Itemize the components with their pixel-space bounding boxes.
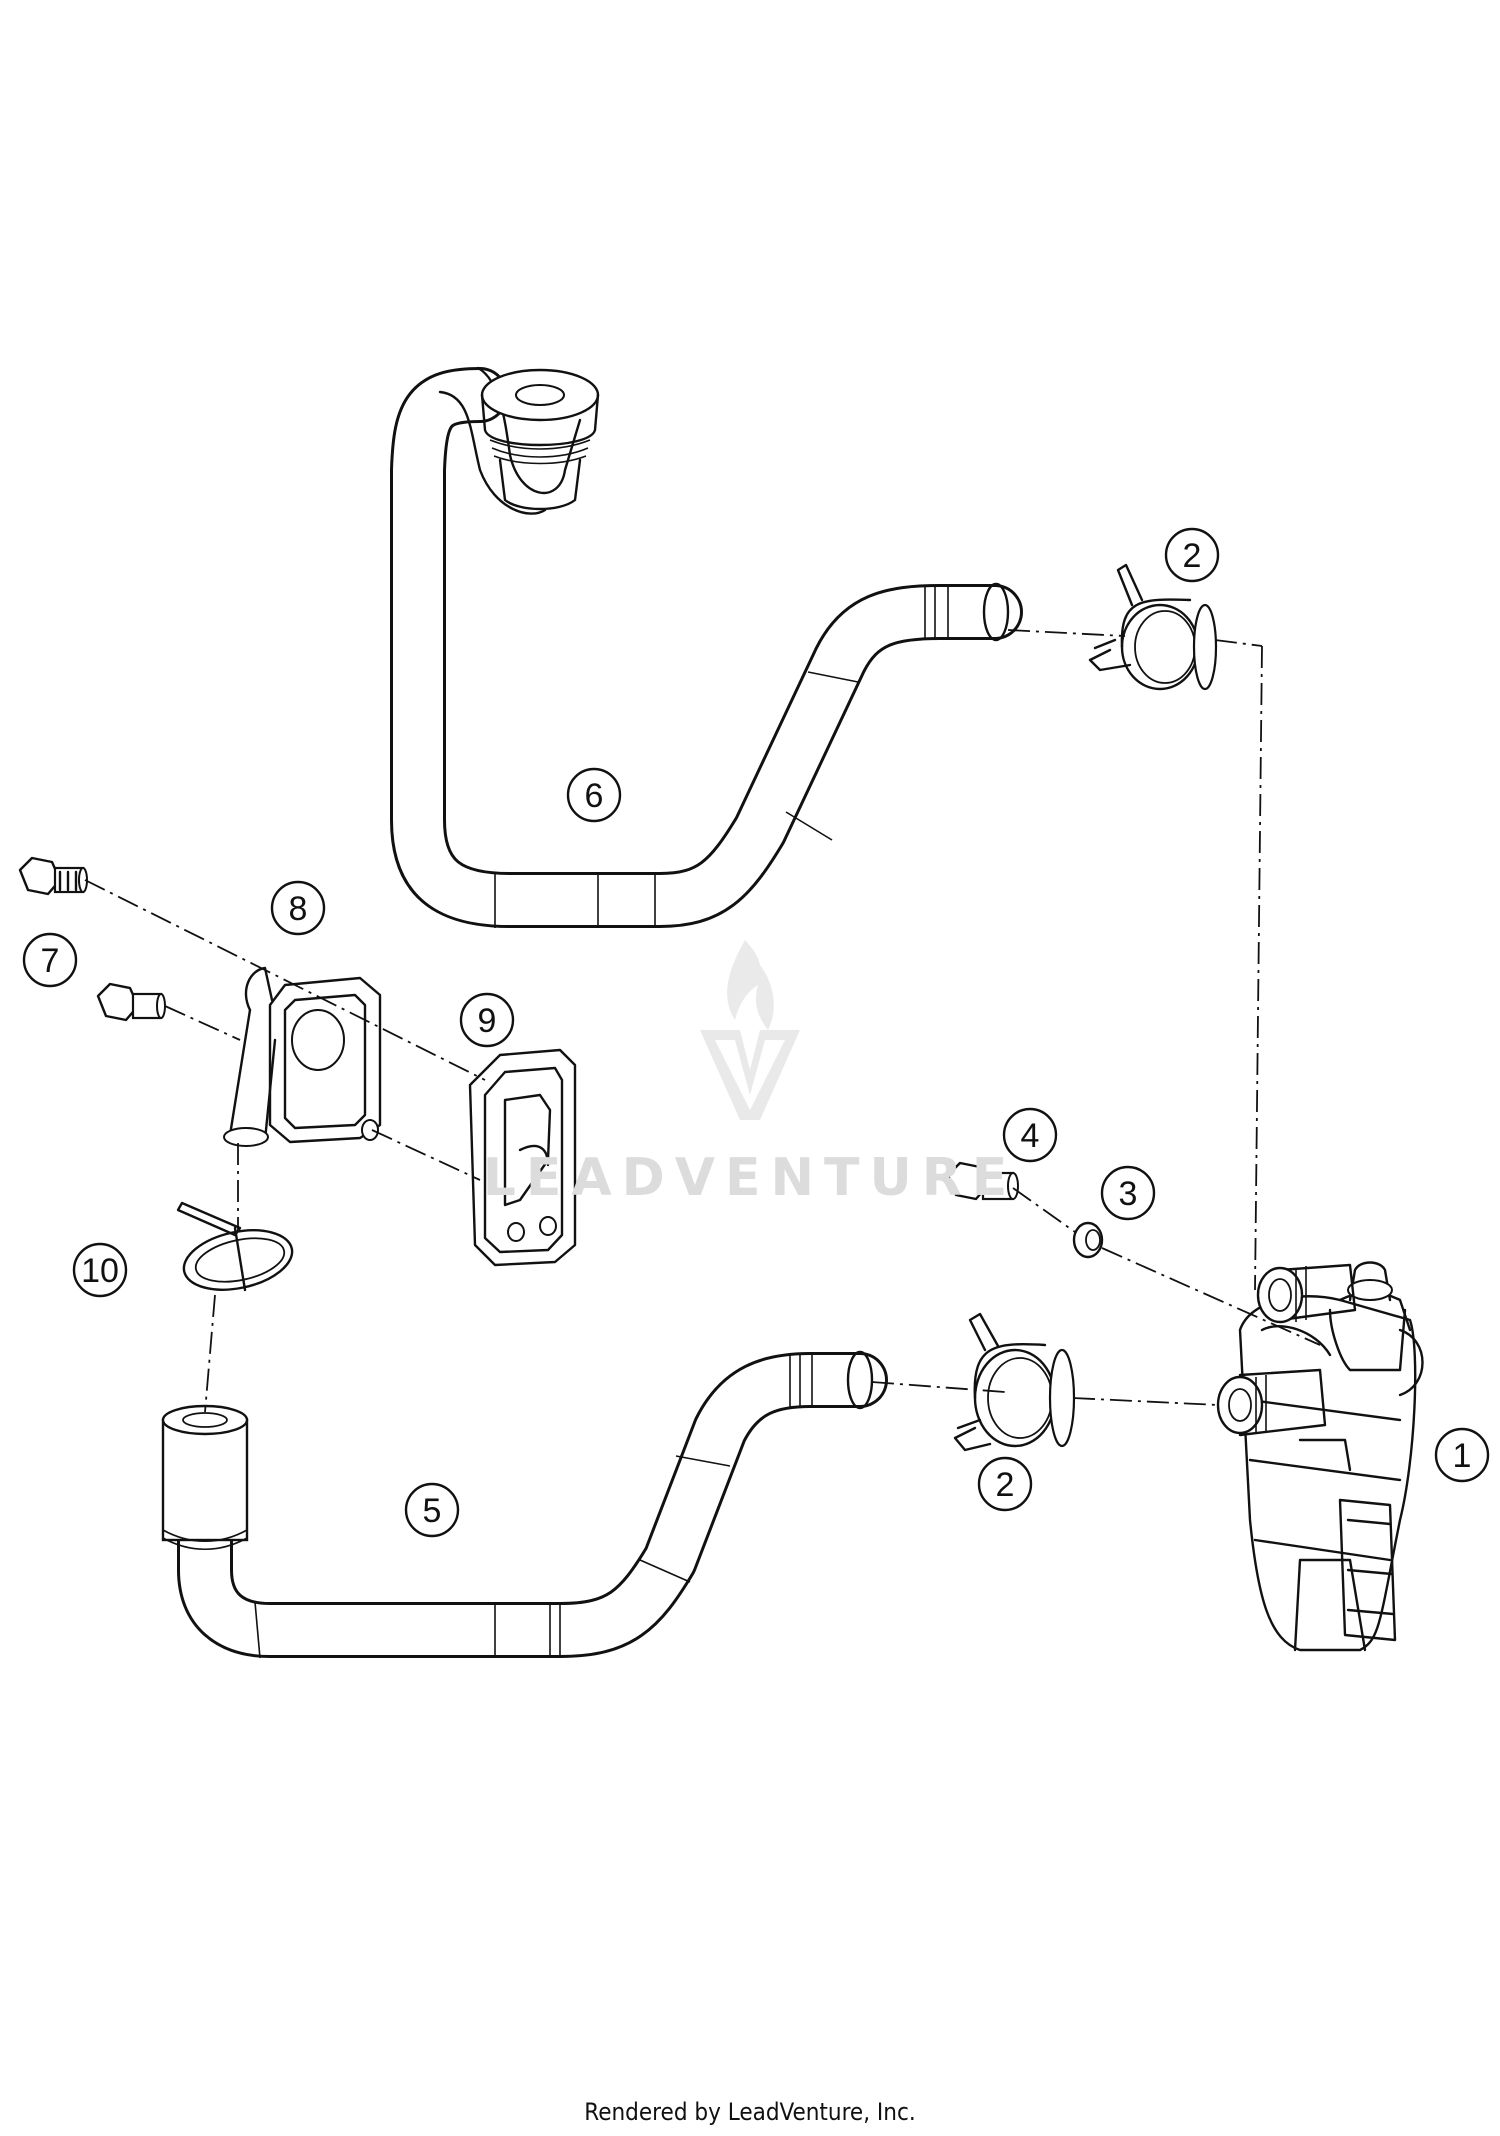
callouts: 1 2 2 3 4 5 6 7 8 9 10 — [22, 527, 1490, 1538]
hose-5 — [161, 1350, 888, 1659]
callout-c8: 8 — [270, 880, 326, 936]
callout-label: 8 — [289, 890, 308, 928]
callout-label: 7 — [41, 942, 60, 980]
callout-label: 9 — [478, 1002, 497, 1040]
callout-circle — [1434, 1427, 1490, 1483]
assembly-lines — [84, 629, 1321, 1413]
bracket-8 — [223, 966, 382, 1147]
valve-assembly — [1216, 1261, 1424, 1652]
footer-credit: Rendered by LeadVenture, Inc. — [584, 2098, 916, 2126]
callout-c5: 5 — [404, 1482, 460, 1538]
callout-circle — [270, 880, 326, 936]
callout-label: 10 — [81, 1252, 119, 1290]
callout-label: 3 — [1119, 1175, 1138, 1213]
bolt-7-lower — [96, 982, 166, 1022]
callout-circle — [1164, 527, 1220, 583]
callout-label: 2 — [1183, 537, 1202, 575]
callout-label: 2 — [996, 1466, 1015, 1504]
callout-c10: 10 — [72, 1242, 128, 1298]
watermark-text: LEADVENTURE — [482, 1148, 1018, 1208]
bolt-4 — [946, 1161, 1019, 1201]
callout-circle — [72, 1242, 128, 1298]
callout-c6: 6 — [566, 767, 622, 823]
callout-circle — [22, 932, 78, 988]
callout-circle — [1100, 1165, 1156, 1221]
clamp-lower — [953, 1312, 1076, 1452]
callout-circle — [404, 1482, 460, 1538]
callout-label: 1 — [1453, 1437, 1472, 1475]
hose-6 — [390, 366, 1023, 928]
callout-label: 4 — [1021, 1117, 1040, 1155]
callout-c1: 1 — [1434, 1427, 1490, 1483]
watermark-logo — [700, 940, 800, 1120]
callout-c7: 7 — [22, 932, 78, 988]
clamp-upper — [1088, 563, 1218, 691]
callout-c4: 4 — [1002, 1107, 1058, 1163]
callout-circle — [977, 1456, 1033, 1512]
cover-9 — [468, 1048, 577, 1267]
callout-circle — [1002, 1107, 1058, 1163]
callout-circle — [566, 767, 622, 823]
callout-c3: 3 — [1100, 1165, 1156, 1221]
cable-tie-10 — [176, 1201, 294, 1292]
callout-circle — [459, 992, 515, 1048]
callout-c9: 9 — [459, 992, 515, 1048]
washer-3 — [1072, 1221, 1104, 1259]
callout-c2a: 2 — [1164, 527, 1220, 583]
callout-label: 5 — [423, 1492, 442, 1530]
callout-c2b: 2 — [977, 1456, 1033, 1512]
callout-label: 6 — [585, 777, 604, 815]
bolt-7-upper — [18, 856, 88, 896]
